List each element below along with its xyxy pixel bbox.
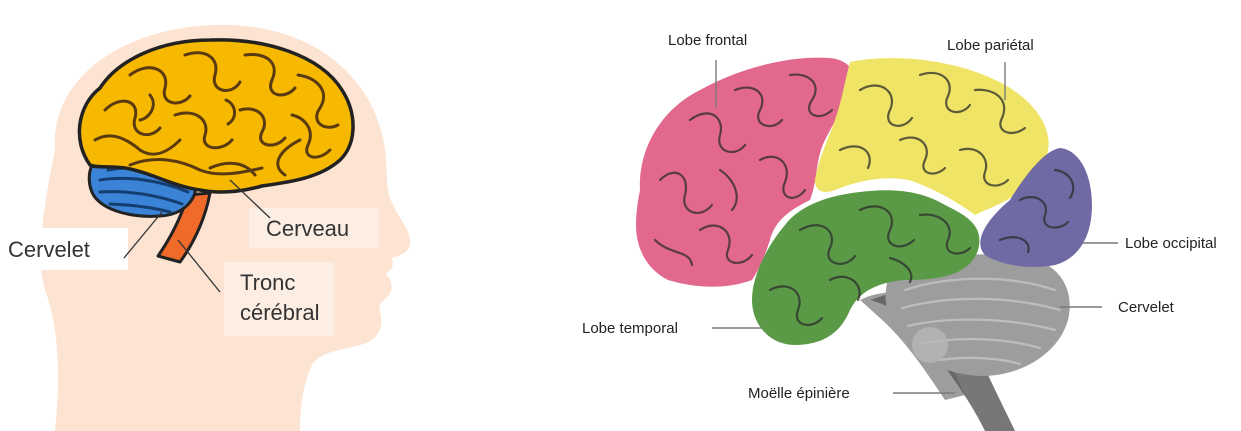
- head-diagram-svg: Cerveau Cervelet Tronc cérébral: [0, 0, 420, 431]
- label-tronc-line2: cérébral: [240, 300, 319, 325]
- label-lobe-temporal: Lobe temporal: [582, 320, 678, 337]
- parietal-lobe-shape: [815, 58, 1049, 215]
- label-cervelet: Cervelet: [8, 237, 90, 262]
- label-lobe-frontal: Lobe frontal: [668, 32, 747, 49]
- label-cervelet-right: Cervelet: [1118, 299, 1175, 316]
- head-diagram: Cerveau Cervelet Tronc cérébral: [0, 0, 420, 431]
- label-lobe-parietal: Lobe pariétal: [947, 37, 1034, 54]
- label-lobe-occipital: Lobe occipital: [1125, 235, 1217, 252]
- cerebellum-core: [912, 327, 948, 363]
- label-cerveau: Cerveau: [266, 216, 349, 241]
- label-tronc-line1: Tronc: [240, 270, 295, 295]
- label-moelle: Moëlle épinière: [748, 385, 850, 402]
- lobes-diagram: Lobe frontal Lobe pariétal Lobe occipita…: [560, 0, 1241, 431]
- lobes-diagram-svg: Lobe frontal Lobe pariétal Lobe occipita…: [560, 0, 1241, 431]
